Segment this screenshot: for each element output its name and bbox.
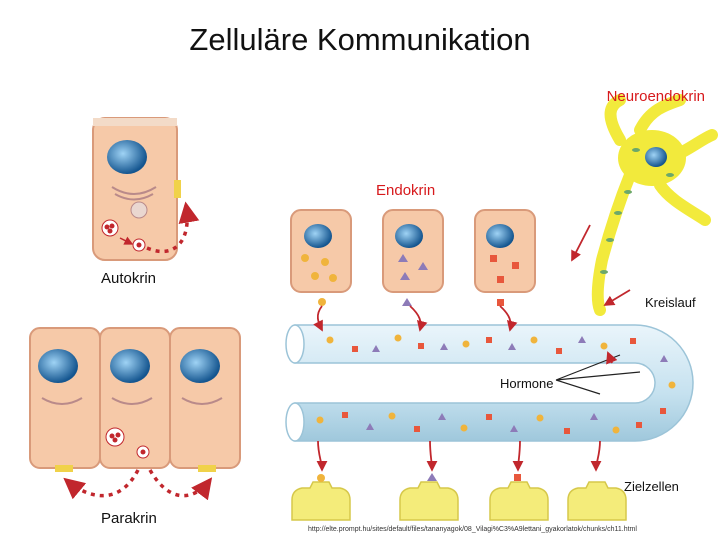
circulation-label: Kreislauf	[645, 295, 696, 310]
target-cells-label: Zielzellen	[624, 479, 679, 494]
paracrine-cells-icon	[29, 327, 241, 501]
nucleus-icon	[107, 140, 147, 174]
autocrine-cell-icon	[92, 117, 200, 261]
neuron-icon	[571, 94, 718, 316]
endocrine-cells-icon	[290, 209, 536, 306]
neuroendocrine-label: Neuroendokrin	[606, 88, 705, 105]
autocrine-label: Autokrin	[101, 270, 157, 287]
paracrine-label: Parakrin	[101, 510, 157, 527]
endocrine-label: Endokrin	[376, 182, 436, 199]
source-link[interactable]: http://elte.prompt.hu/sites/default/file…	[308, 526, 637, 533]
page-title: Zelluläre Kommunikation	[189, 22, 531, 57]
target-cells-icon	[291, 440, 627, 521]
hormones-label: Hormone	[498, 376, 556, 391]
blood-vessel-icon	[285, 305, 694, 442]
